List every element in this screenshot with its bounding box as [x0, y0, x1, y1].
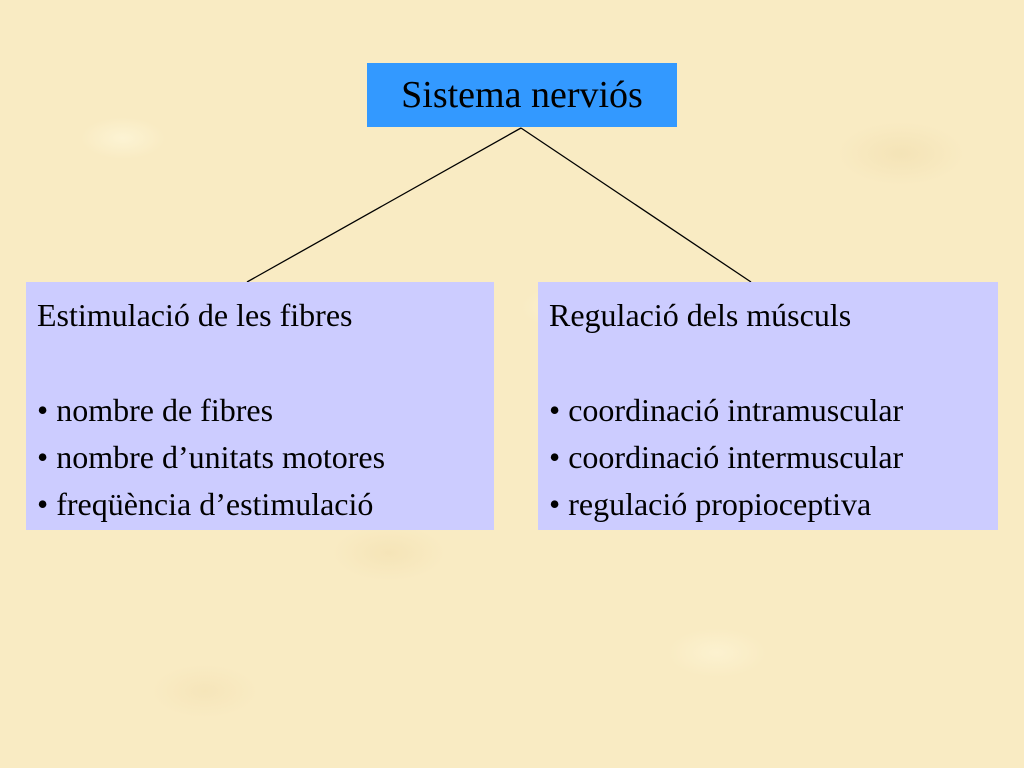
connector-line-left — [246, 127, 522, 283]
branch-item-list: •nombre de fibres •nombre d’unitats moto… — [37, 387, 494, 528]
list-item-text: regulació propioceptiva — [568, 486, 872, 522]
bullet-icon: • — [549, 439, 561, 475]
bullet-icon: • — [37, 439, 49, 475]
branch-item-list: •coordinació intramuscular •coordinació … — [549, 387, 998, 528]
root-node-label: Sistema nerviós — [401, 74, 643, 116]
list-item: •coordinació intramuscular — [549, 387, 998, 434]
list-item-text: nombre d’unitats motores — [56, 439, 386, 475]
bullet-icon: • — [37, 486, 49, 522]
branch-node-stimulation: Estimulació de les fibres •nombre de fib… — [26, 282, 494, 530]
list-item: •nombre de fibres — [37, 387, 494, 434]
branch-node-regulation: Regulació dels músculs •coordinació intr… — [538, 282, 998, 530]
list-item-text: coordinació intermuscular — [568, 439, 904, 475]
bullet-icon: • — [549, 392, 561, 428]
branch-heading: Regulació dels músculs — [549, 297, 852, 333]
list-item: •freqüència d’estimulació — [37, 481, 494, 528]
list-item-text: freqüència d’estimulació — [56, 486, 374, 522]
root-node: Sistema nerviós — [367, 63, 677, 127]
list-item-text: nombre de fibres — [56, 392, 274, 428]
list-item: •coordinació intermuscular — [549, 434, 998, 481]
list-item-text: coordinació intramuscular — [568, 392, 904, 428]
list-item: •nombre d’unitats motores — [37, 434, 494, 481]
bullet-icon: • — [549, 486, 561, 522]
connector-line-right — [520, 127, 752, 283]
bullet-icon: • — [37, 392, 49, 428]
branch-heading: Estimulació de les fibres — [37, 297, 353, 333]
list-item: •regulació propioceptiva — [549, 481, 998, 528]
